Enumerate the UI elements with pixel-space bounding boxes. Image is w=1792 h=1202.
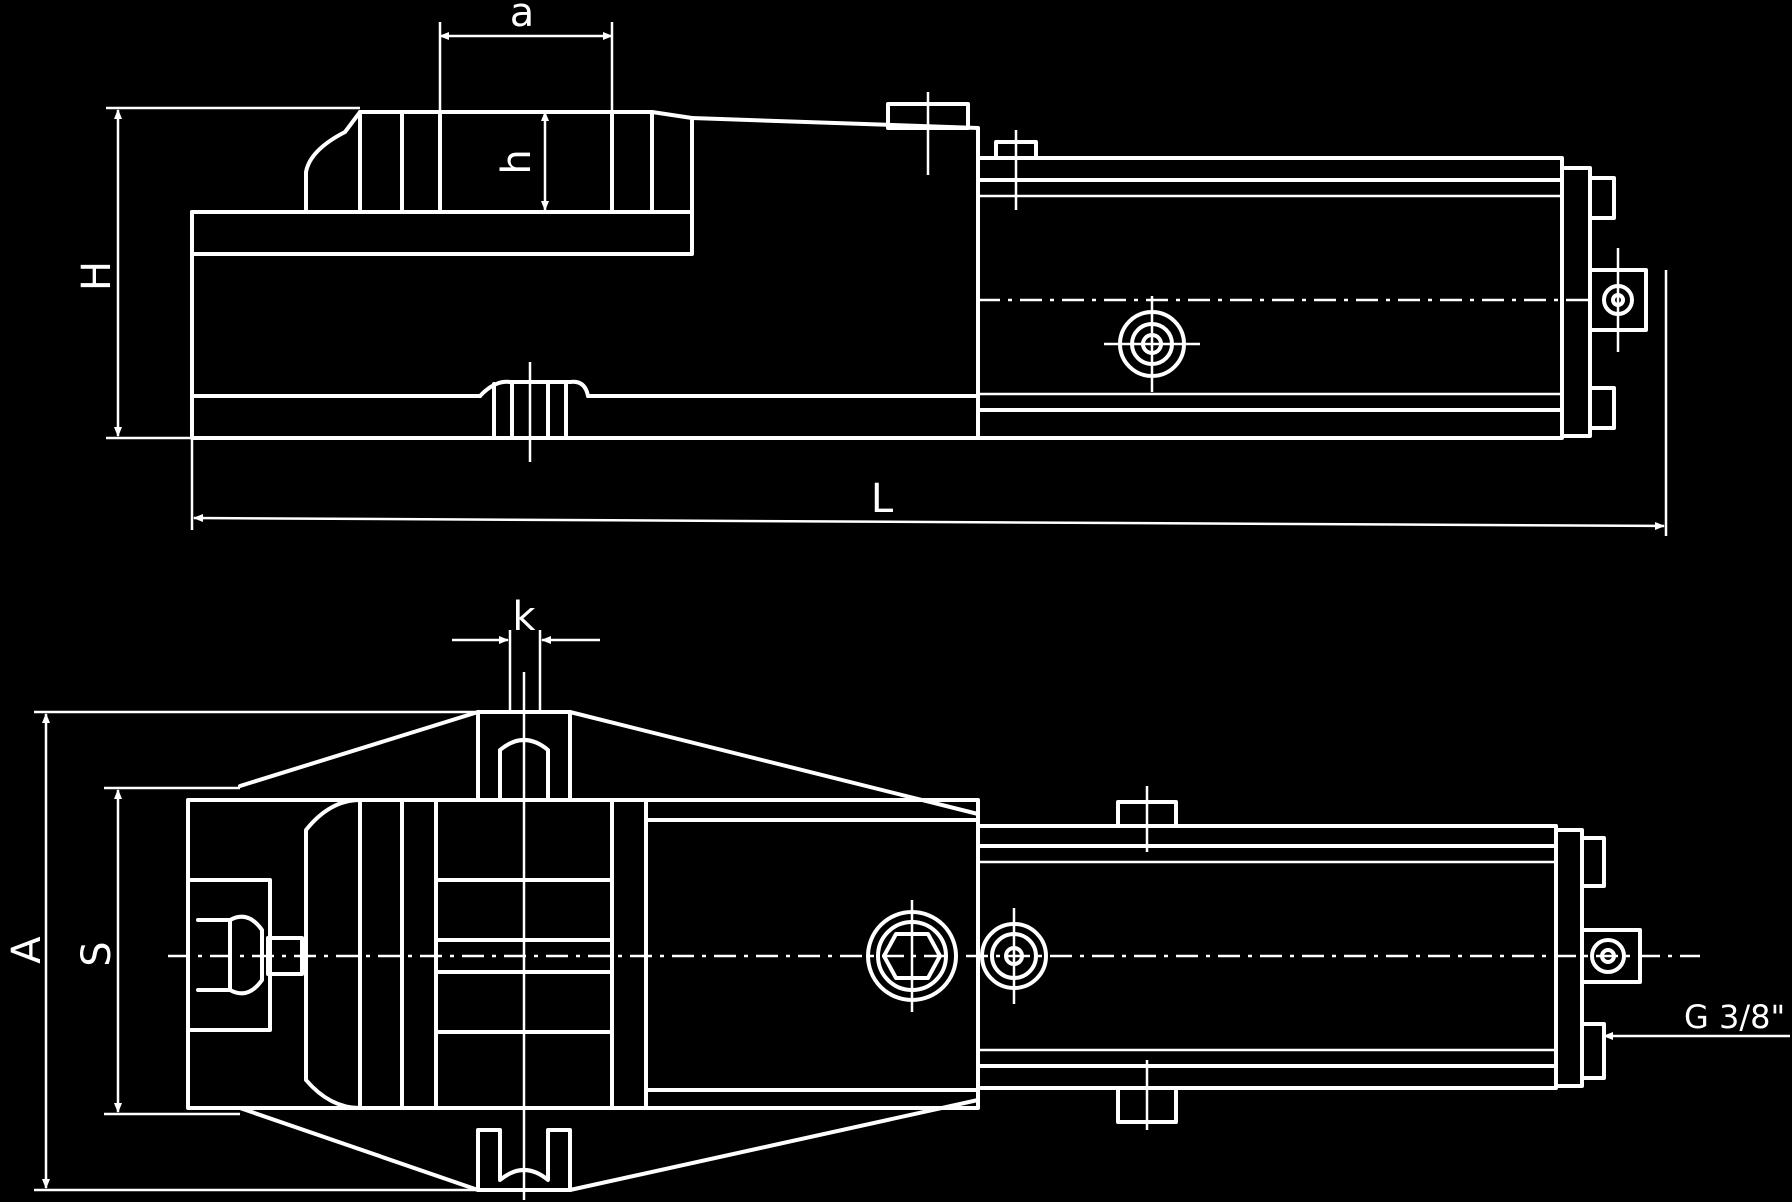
side-view: a h H L xyxy=(74,0,1668,536)
dim-label-L: L xyxy=(871,476,894,522)
dim-label-S: S xyxy=(74,941,120,966)
dim-label-k: k xyxy=(512,594,536,640)
dim-label-A: A xyxy=(4,936,50,964)
dim-label-a: a xyxy=(510,0,535,36)
dim-label-h: h xyxy=(494,149,540,174)
dim-label-H: H xyxy=(74,261,120,291)
port-label-g: G 3/8" xyxy=(1684,998,1785,1036)
top-view: k A S G 3/8" xyxy=(4,594,1790,1200)
